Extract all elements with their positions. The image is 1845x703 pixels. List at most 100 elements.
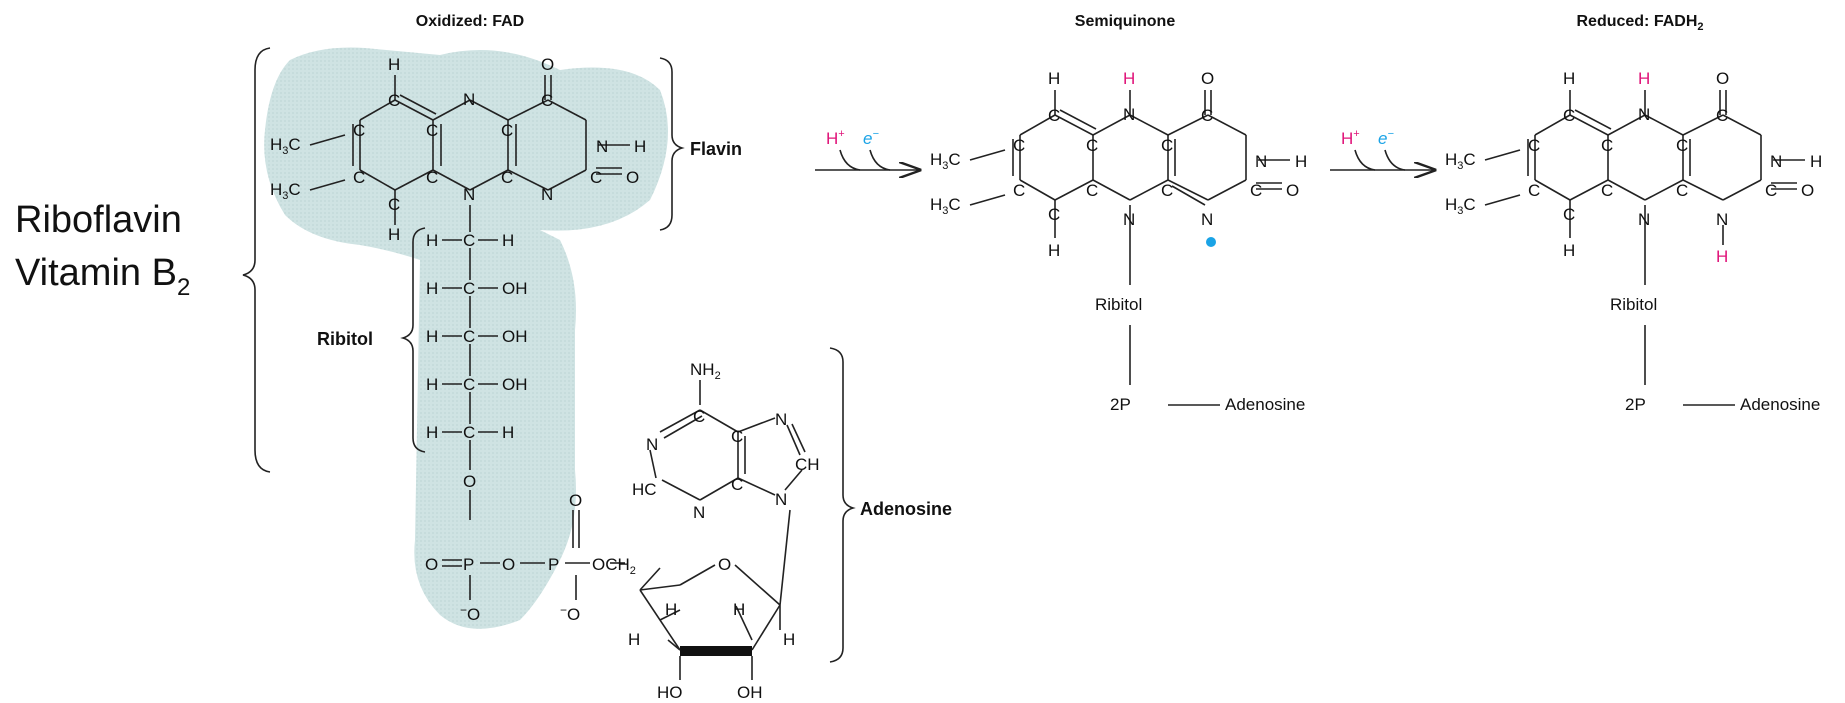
semi-adenosine: Adenosine <box>1225 395 1305 414</box>
fad-n10: N <box>463 185 475 204</box>
ribitol-h4: H <box>426 375 438 394</box>
red-c-a3: C <box>1528 181 1540 200</box>
phos2-p: P <box>548 555 559 574</box>
ribitol-label: Ribitol <box>317 329 373 349</box>
vitamin-b2-label: Vitamin B2 <box>15 252 190 301</box>
fad-h-bottom: H <box>388 225 400 244</box>
flavin-label: Flavin <box>690 139 742 159</box>
red-c-c2: C <box>1676 181 1688 200</box>
semi-h-added: H <box>1123 69 1135 88</box>
semi-n5: N <box>1123 105 1135 124</box>
fad-flavin-ring <box>309 75 630 225</box>
phos2-o-top: O <box>569 491 582 510</box>
ribitol-c4: C <box>463 375 475 394</box>
ribitol-chain <box>442 205 498 520</box>
semi-radical-electron <box>1206 237 1216 247</box>
red-adenosine: Adenosine <box>1740 395 1820 414</box>
ribitol-oh4: OH <box>502 375 528 394</box>
red-n3-h: H <box>1810 152 1822 171</box>
fad-n1: N <box>541 185 553 204</box>
red-c-a4: C <box>1563 205 1575 224</box>
adenine-n9: N <box>775 490 787 509</box>
fad-methyl-2: H3C <box>270 180 301 202</box>
fad-n3: N <box>596 137 608 156</box>
red-o2: O <box>1801 181 1814 200</box>
ribitol-h3: H <box>426 327 438 346</box>
red-c-b1: C <box>1601 136 1613 155</box>
riboflavin-highlight <box>264 47 668 629</box>
adenine-c8: CH <box>795 455 820 474</box>
semi-o2: O <box>1286 181 1299 200</box>
fad-c-c1: C <box>501 121 513 140</box>
semi-c-b1: C <box>1086 136 1098 155</box>
ribitol-oh3: OH <box>502 327 528 346</box>
reduced-ring <box>1484 90 1805 406</box>
title-reduced: Reduced: FADH2 <box>1576 13 1703 33</box>
red-o-top: O <box>1716 69 1729 88</box>
semi-n1: N <box>1201 210 1213 229</box>
fad-n5: N <box>463 90 475 109</box>
title-semiquinone: Semiquinone <box>1075 13 1176 30</box>
semi-2p: 2P <box>1110 395 1131 414</box>
fad-n3-h: H <box>634 137 646 156</box>
red-c-a2: C <box>1528 136 1540 155</box>
ribose-oh: OH <box>737 683 763 702</box>
phos1-p: P <box>463 555 474 574</box>
adenosine-label: Adenosine <box>860 499 952 519</box>
pyrophosphate <box>442 510 625 600</box>
red-h-bottom: H <box>1563 241 1575 260</box>
adenine-c5: C <box>731 427 743 446</box>
flavin-brace <box>659 57 685 231</box>
ribitol-brace <box>400 227 426 453</box>
ribose-h1: H <box>665 600 677 619</box>
ribitol-c5: C <box>463 423 475 442</box>
red-h-added-bottom: H <box>1716 247 1728 266</box>
red-n1: N <box>1716 210 1728 229</box>
ribose-o: O <box>718 555 731 574</box>
semi-h-top: H <box>1048 69 1060 88</box>
semi-c-c2: C <box>1161 181 1173 200</box>
fad-c-a4: C <box>388 195 400 214</box>
adenine-ring <box>649 380 806 501</box>
ribitol-c1: C <box>463 231 475 250</box>
ribitol-oh2: OH <box>502 279 528 298</box>
phos-bridge-o: O <box>502 555 515 574</box>
adenine-n1: N <box>646 435 658 454</box>
fad-c-b1: C <box>426 121 438 140</box>
ribitol-c3: C <box>463 327 475 346</box>
ribitol-o5: O <box>463 472 476 491</box>
red-c-a1: C <box>1563 106 1575 125</box>
fad-c-a3: C <box>353 168 365 187</box>
fad-methyl-1: H3C <box>270 135 301 157</box>
semi-c4: C <box>1201 106 1213 125</box>
ribitol-h5a: H <box>426 423 438 442</box>
semi-methyl-2: H3C <box>930 195 961 217</box>
adenine-n3: N <box>693 503 705 522</box>
ribose-ring <box>639 509 791 680</box>
adenine-nh2: NH2 <box>690 360 721 382</box>
semi-c-c1: C <box>1161 136 1173 155</box>
adenine-n7: N <box>775 410 787 429</box>
arrow2-electron: e− <box>1378 128 1394 148</box>
fad-c-a1: C <box>388 91 400 110</box>
semi-c2: C <box>1250 181 1262 200</box>
phos2-o-minus: −O <box>560 603 580 624</box>
red-methyl-1: H3C <box>1445 150 1476 172</box>
red-n5: N <box>1638 105 1650 124</box>
ribose-ho: HO <box>657 683 683 702</box>
semi-h-bottom: H <box>1048 241 1060 260</box>
fad-h-top: H <box>388 55 400 74</box>
semi-c-a1: C <box>1048 106 1060 125</box>
semi-c-a2: C <box>1013 136 1025 155</box>
phos1-o-minus: −O <box>460 603 480 624</box>
fad-c-b2: C <box>426 168 438 187</box>
ribitol-h2: H <box>426 279 438 298</box>
phos1-o-double: O <box>425 555 438 574</box>
semi-o-top: O <box>1201 69 1214 88</box>
fad-c2: C <box>590 168 602 187</box>
red-c4: C <box>1716 106 1728 125</box>
semi-n3-h: H <box>1295 152 1307 171</box>
arrow1-proton: H+ <box>826 128 845 148</box>
ribose-och2: OCH2 <box>592 555 636 577</box>
